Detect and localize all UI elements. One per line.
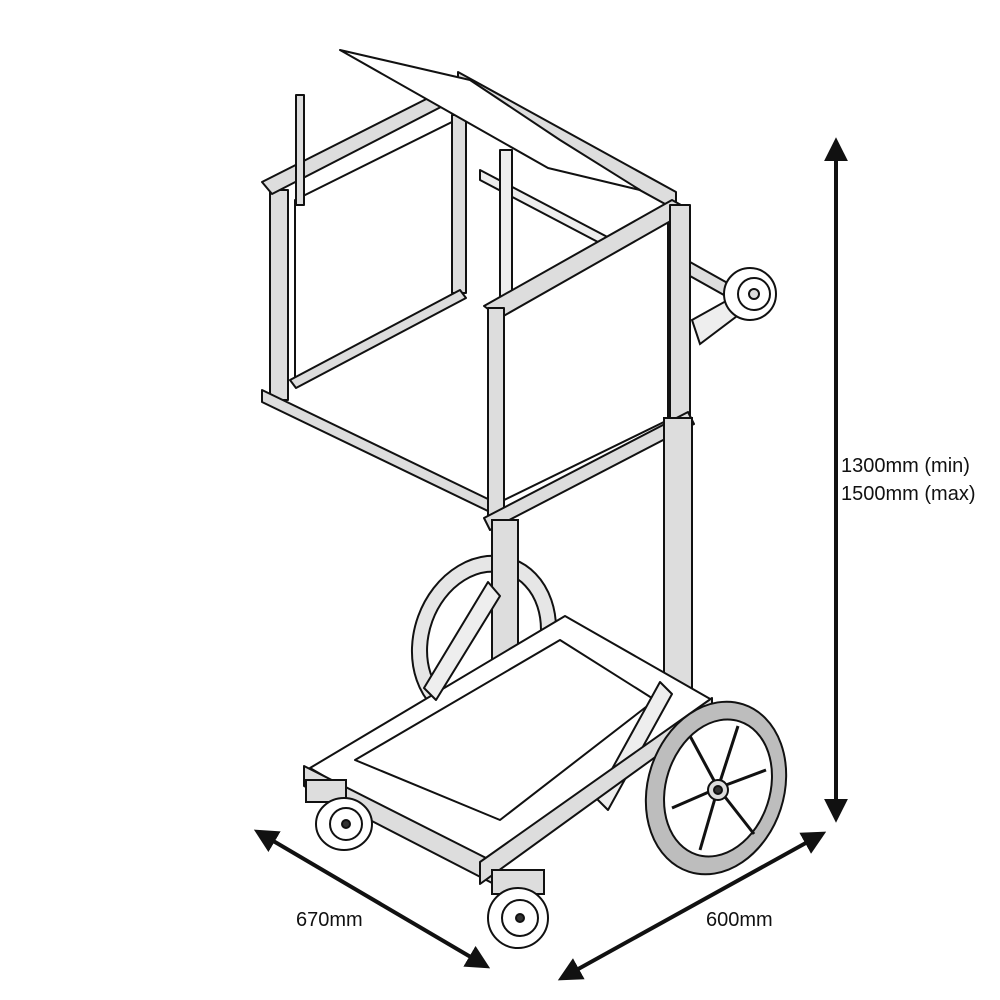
inner-post bbox=[499, 149, 513, 301]
depth-label: 670mm bbox=[296, 909, 363, 931]
lid-panel bbox=[339, 49, 641, 191]
handle bbox=[295, 94, 305, 206]
front-bottom-rail bbox=[483, 411, 695, 531]
base bbox=[303, 581, 713, 885]
back-profile bbox=[451, 114, 467, 294]
side-castor bbox=[689, 260, 777, 346]
dimension-arrows bbox=[253, 137, 848, 981]
front-left-castor bbox=[305, 779, 373, 851]
bottom-left-rail bbox=[261, 389, 491, 513]
front-big-wheel bbox=[644, 700, 788, 876]
bottom-back-rail bbox=[289, 289, 467, 389]
front-right-profile bbox=[669, 204, 691, 421]
left-profile bbox=[269, 189, 289, 401]
left-brace bbox=[423, 581, 501, 701]
height-max-label: 1500mm (max) bbox=[841, 483, 976, 505]
height-min-label: 1300mm (min) bbox=[841, 455, 970, 477]
width-label: 600mm bbox=[706, 909, 773, 931]
depth-arrow bbox=[253, 829, 491, 969]
front-left-profile bbox=[487, 307, 505, 519]
front-right-castor bbox=[487, 869, 549, 949]
width-arrow bbox=[557, 831, 827, 981]
top-frame bbox=[261, 49, 695, 531]
right-column bbox=[663, 417, 693, 709]
